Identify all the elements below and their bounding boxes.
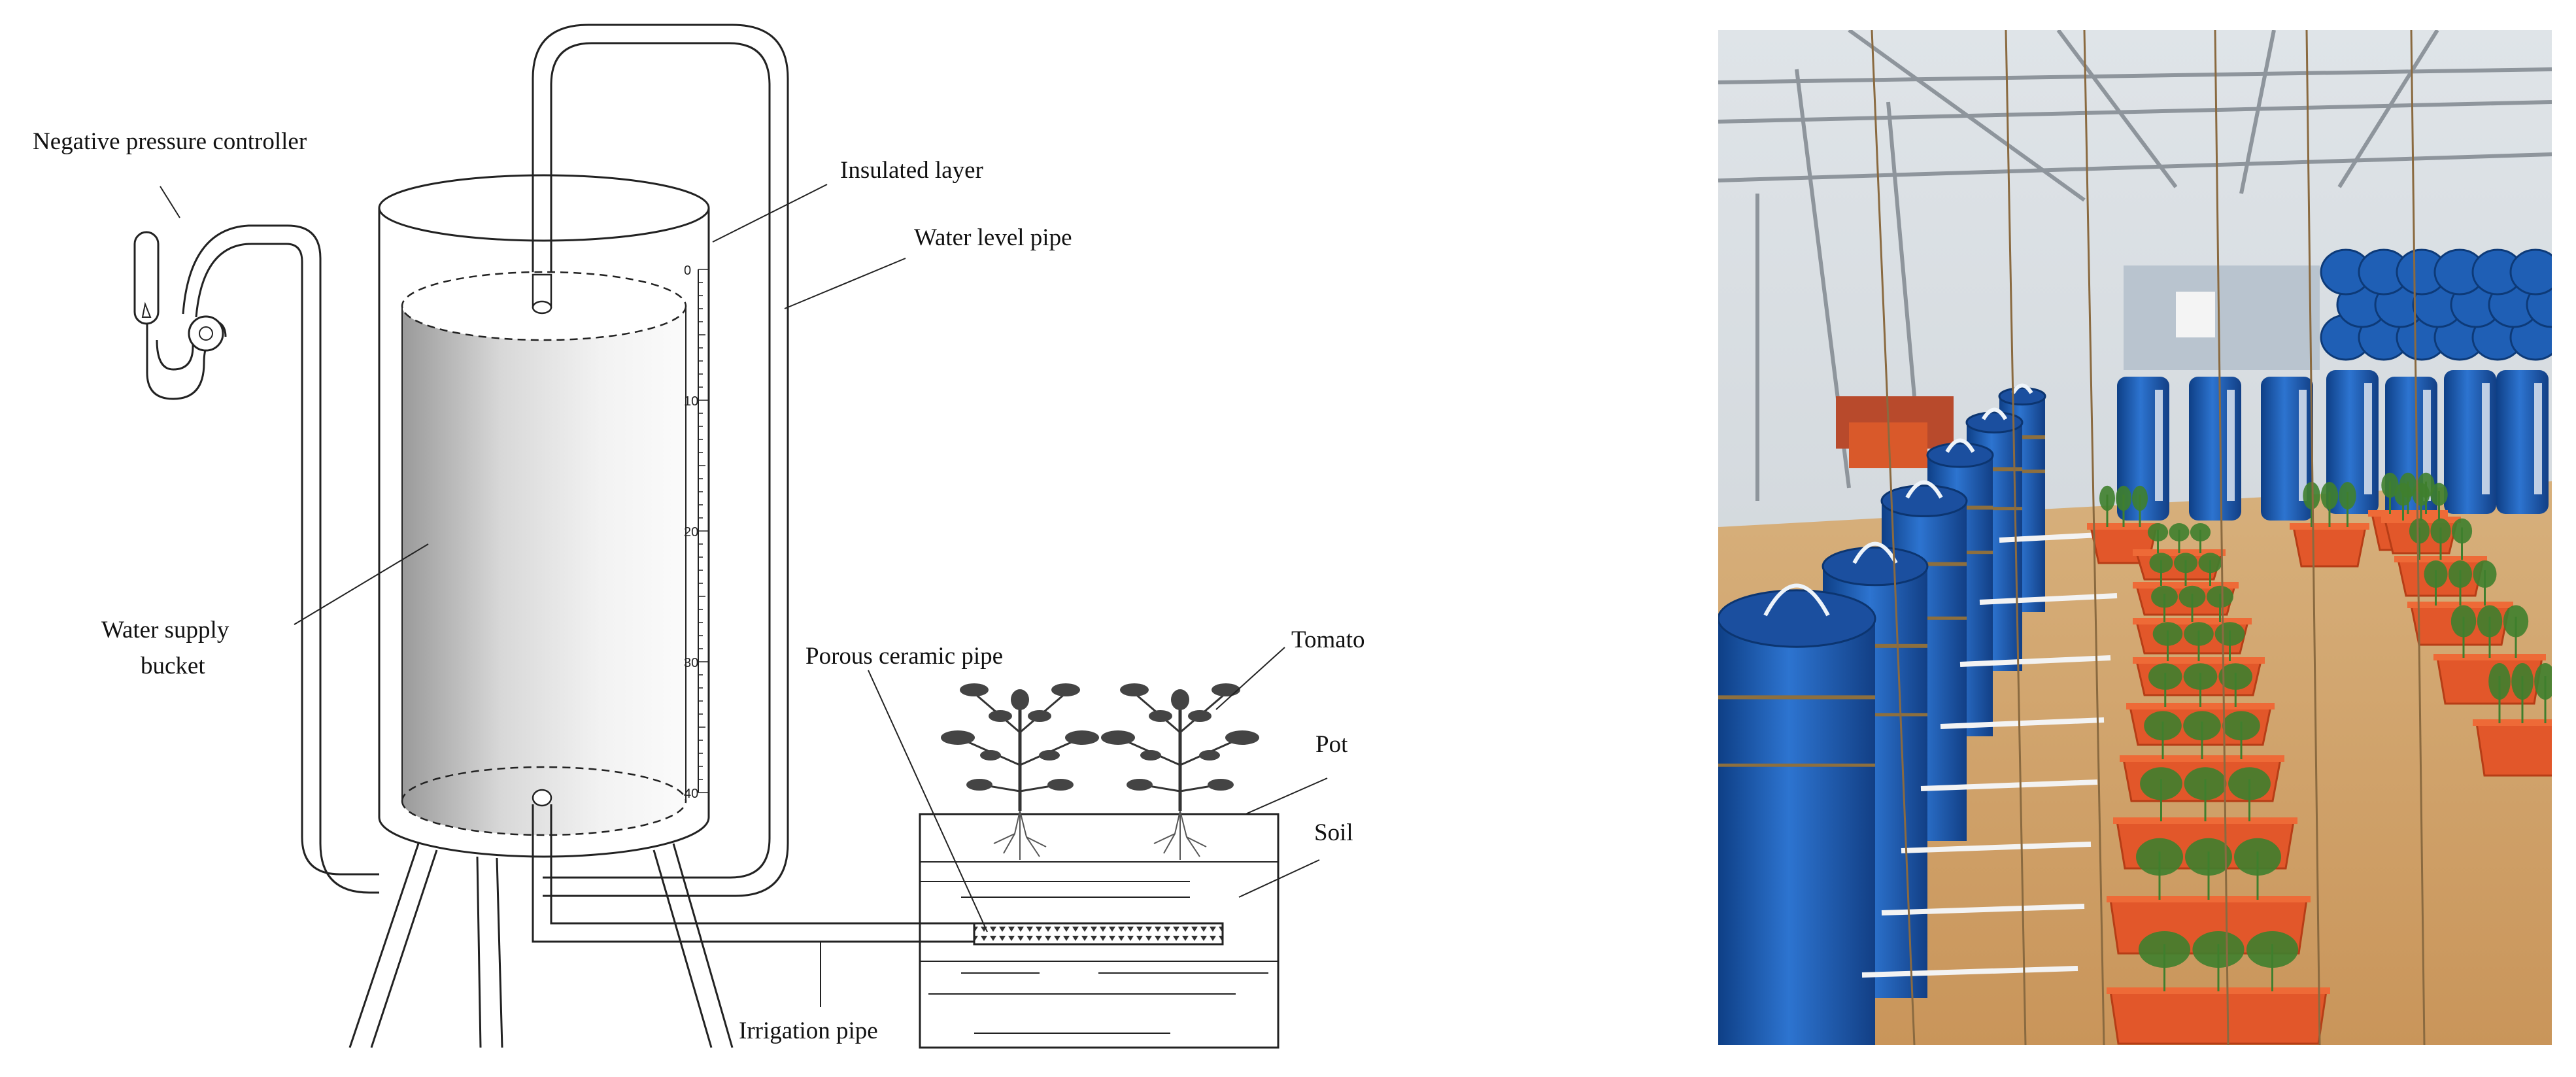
- bucket-stand: [348, 843, 734, 1048]
- tomato-seedling: [2132, 485, 2148, 511]
- porous-ceramic-pipe: [973, 922, 1224, 946]
- tomato-seedling: [2381, 472, 2399, 498]
- greenhouse-photo: [1718, 30, 2552, 1045]
- system-diagram: 0 10 20 30 40: [33, 24, 1365, 1049]
- tomato-seedling: [2192, 931, 2245, 968]
- tomato-seedling: [2214, 622, 2245, 646]
- label-porous-ceramic-pipe: Porous ceramic pipe: [805, 643, 1003, 670]
- tomato-seedling: [2430, 518, 2451, 544]
- tomato-seedling: [2451, 518, 2473, 544]
- label-soil: Soil: [1314, 819, 1353, 846]
- tomato-seedling: [2138, 931, 2191, 968]
- label-water-supply-bucket-line1: Water supply: [101, 617, 229, 643]
- tomato-seedling: [2136, 838, 2183, 876]
- tomato-seedling: [2234, 838, 2281, 876]
- stacked-blue-spheres: [2320, 248, 2552, 361]
- label-water-level-pipe: Water level pipe: [914, 224, 1072, 251]
- water-level-scale: 0 10 20 30 40: [684, 264, 709, 801]
- pot: [919, 813, 1280, 1049]
- irrigation-tube: [1920, 779, 2098, 791]
- tomato-seedling: [2149, 553, 2173, 573]
- tomato-seedling: [2534, 663, 2552, 700]
- tomato-seedling: [2116, 485, 2131, 511]
- negative-pressure-controller: [133, 224, 379, 894]
- tomato-seedling: [2148, 663, 2182, 690]
- tomato-seedling: [2147, 523, 2169, 541]
- tomato-seedling: [2174, 553, 2197, 573]
- tomato-seedling: [2183, 711, 2221, 741]
- irrigation-pipe: [532, 804, 974, 1007]
- support-strings: [1871, 30, 2426, 1045]
- scale-tick-label: 0: [684, 264, 691, 278]
- tomato-seedling: [2152, 622, 2183, 646]
- tomato-seedling: [2151, 585, 2178, 608]
- tomato-plant-right: [1101, 683, 1259, 860]
- leader-lines: [160, 184, 1328, 932]
- irrigation-tube: [1979, 593, 2118, 605]
- label-negative-pressure-controller: Negative pressure controller: [33, 128, 307, 155]
- tomato-plant-left: [941, 683, 1099, 860]
- tomato-seedling: [2409, 518, 2430, 544]
- label-pot: Pot: [1315, 731, 1348, 758]
- tomato-seedling: [2477, 605, 2503, 638]
- tomato-seedling: [2488, 663, 2511, 700]
- background-building: [2124, 265, 2320, 370]
- tomato-seedling: [2099, 485, 2115, 511]
- irrigation-tube: [1901, 842, 2092, 853]
- tomato-seedling: [2140, 767, 2182, 800]
- irrigation-tube: [1959, 655, 2111, 667]
- scale-tick-label: 20: [684, 525, 698, 539]
- tomato-seedling: [2473, 560, 2497, 588]
- tomato-seedling: [2450, 605, 2477, 638]
- tomato-seedling: [2511, 663, 2534, 700]
- tomato-seedling: [2430, 483, 2448, 506]
- tomato-seedling: [2185, 838, 2232, 876]
- insulated-layer-cylinder: [378, 174, 710, 858]
- irrigation-tube: [1881, 904, 2085, 915]
- scale-tick-label: 30: [684, 656, 698, 670]
- tomato-seedling: [2394, 483, 2412, 506]
- blue-sphere: [2509, 248, 2552, 296]
- tomato-seedling: [2320, 482, 2339, 509]
- tomato-seedling: [2169, 523, 2190, 541]
- scale-tick-label: 40: [684, 787, 698, 801]
- tomato-seedling: [2198, 553, 2222, 573]
- tomato-seedling: [2339, 482, 2356, 509]
- irrigation-tube: [1861, 966, 2078, 978]
- scale-tick-label: 10: [684, 394, 698, 409]
- tomato-pot: [2292, 526, 2367, 568]
- label-insulated-layer: Insulated layer: [840, 157, 983, 184]
- tomato-pot-rows: [2087, 472, 2552, 1045]
- tomato-seedling: [2424, 560, 2448, 588]
- tomato-seedling: [2503, 605, 2529, 638]
- tomato-pot: [2109, 990, 2328, 1045]
- tomato-seedling: [2412, 483, 2430, 506]
- tomato-seedling: [2183, 663, 2218, 690]
- tomato-seedling: [2449, 560, 2472, 588]
- tomato-seedling: [2246, 931, 2299, 968]
- tomato-seedling: [2178, 585, 2206, 608]
- tomato-seedling: [2228, 767, 2271, 800]
- tomato-seedling: [2303, 482, 2320, 509]
- tomato-seedling: [2184, 622, 2214, 646]
- tomato-seedling: [2207, 585, 2233, 608]
- irrigation-tube: [1940, 717, 2105, 729]
- tomato-seedling: [2218, 663, 2253, 690]
- water-supply-bucket: [401, 271, 687, 836]
- water-level-pipe: [532, 24, 789, 897]
- label-water-supply-bucket-line2: bucket: [141, 653, 205, 679]
- foreground-tank-row: [1718, 383, 2124, 1045]
- tomato-seedling: [2222, 711, 2260, 741]
- label-irrigation-pipe: Irrigation pipe: [739, 1017, 878, 1044]
- tomato-seedling: [2184, 767, 2227, 800]
- tomato-seedling: [2190, 523, 2211, 541]
- label-tomato: Tomato: [1291, 626, 1365, 653]
- tomato-seedling: [2144, 711, 2182, 741]
- foreground-tank: [1718, 619, 1875, 1045]
- tomato-pot: [2475, 722, 2552, 777]
